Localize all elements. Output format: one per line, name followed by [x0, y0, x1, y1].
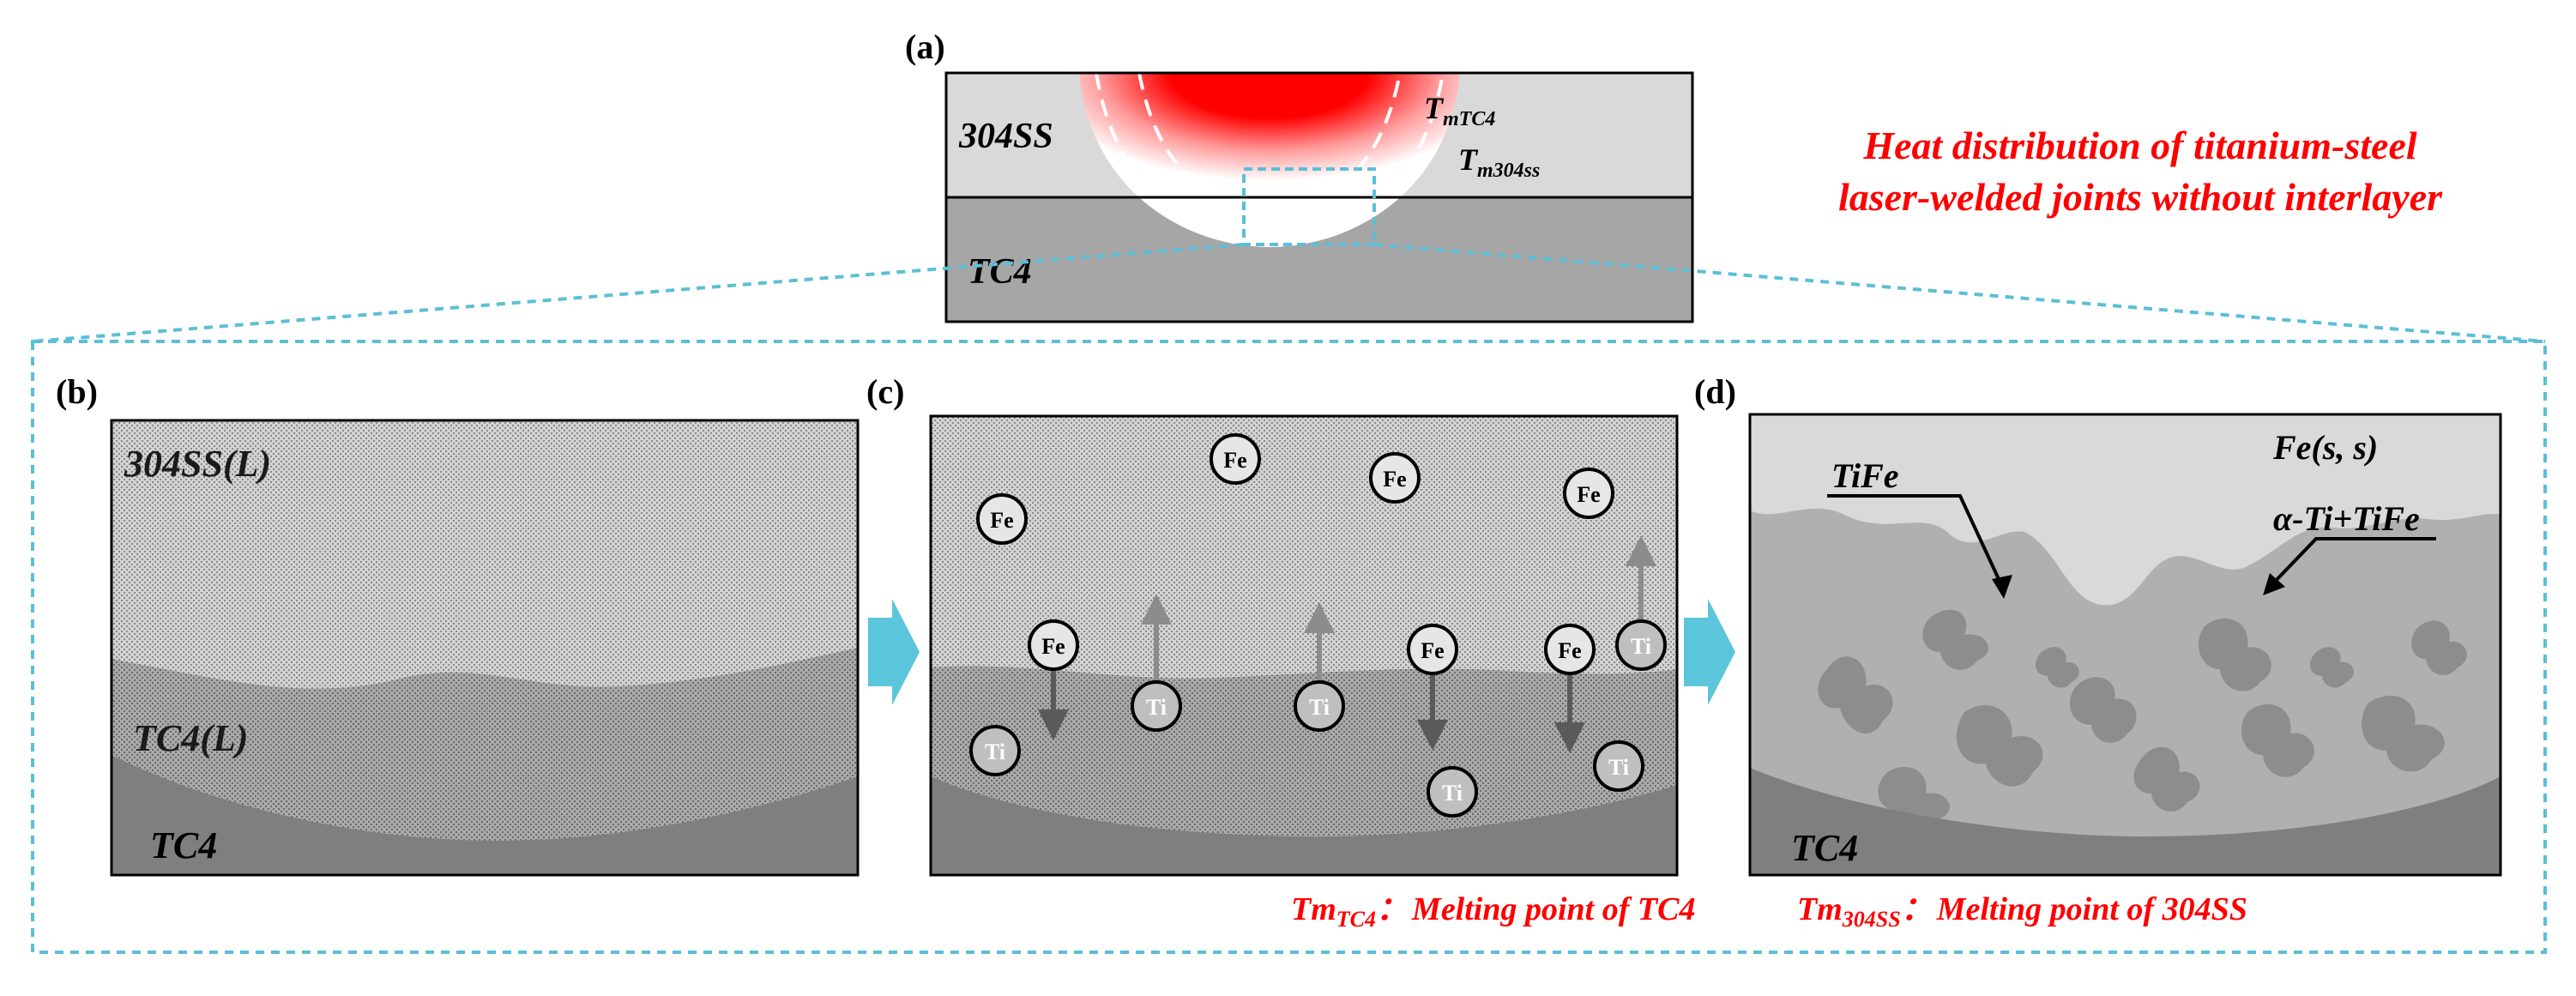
label-304ss-liquid: 304SS(L) — [124, 443, 271, 485]
panel-a-weld-cross-section: 304SS TC4 TmTC4 Tm304ss — [944, 71, 1694, 323]
fe-atom: Fe — [1563, 468, 1614, 519]
svg-text:Ti: Ti — [1146, 695, 1167, 720]
svg-text:Ti: Ti — [1309, 695, 1330, 720]
eutectic-leader-arrowhead — [2263, 573, 2285, 595]
svg-text:Fe: Fe — [1223, 448, 1246, 473]
ti-atom: Ti — [1593, 740, 1644, 792]
ti-atoms: Ti Ti Ti Ti Ti Ti — [969, 619, 1667, 818]
fe-atom: Fe — [976, 493, 1028, 545]
isotherm-304ss-label: Tm304ss — [1458, 142, 1540, 182]
panel-c-tc4-liquid-zone — [931, 666, 1677, 875]
isotherm-tc4-line — [1137, 73, 1402, 208]
flow-arrow-c-to-d — [1684, 599, 1735, 705]
ti-atom: Ti — [1615, 619, 1667, 671]
label-tc4-b: TC4 — [150, 824, 217, 866]
fe-atoms: Fe Fe Fe Fe Fe Fe Fe — [976, 433, 1614, 675]
svg-text:Ti: Ti — [1631, 634, 1651, 659]
svg-text:Fe: Fe — [1577, 482, 1600, 507]
fe-atom: Fe — [1369, 452, 1421, 504]
panel-b-tc4-solid — [112, 755, 858, 875]
panel-d-mixed-zone — [1750, 508, 2501, 875]
heading-line-2: laser-welded joints without interlayer — [1838, 175, 2443, 219]
label-fe-solid-solution: Fe(s, s) — [2272, 428, 2378, 467]
ti-atom: Ti — [1131, 680, 1182, 732]
panel-d: Fe(s, s) TiFe α-Ti+TiFe TC4 — [1748, 413, 2502, 877]
panel-c-tc4-solid — [931, 776, 1677, 875]
svg-text:Ti: Ti — [985, 739, 1005, 764]
ti-atom: Ti — [1294, 680, 1345, 732]
heading-line-1: Heat distribution of titanium-steel — [1862, 124, 2417, 167]
label-tife: TiFe — [1831, 456, 1899, 495]
panel-b-tc4-liquid-zone — [112, 648, 858, 875]
panel-label-c: (c) — [866, 372, 904, 411]
panel-c: Fe Fe Fe Fe Fe Fe Fe Ti Ti Ti Ti Ti Ti — [929, 414, 1679, 877]
eutectic-leader-line — [2270, 537, 2436, 587]
label-alpha-ti-tife: α-Ti+TiFe — [2273, 499, 2420, 538]
panel-d-tc4-solid — [1750, 768, 2501, 875]
eutectic-dendrites — [1818, 609, 2467, 829]
panel-label-a: (a) — [905, 27, 945, 66]
svg-text:Fe: Fe — [1383, 467, 1406, 492]
panel-label-d: (d) — [1694, 372, 1736, 411]
label-tc4-liquid: TC4(L) — [133, 717, 248, 759]
fe-atom: Fe — [1407, 624, 1458, 675]
footnote-304ss: Tm304SS：Melting point of 304SS — [1797, 891, 2247, 932]
label-tc4-d: TC4 — [1791, 827, 1858, 869]
footnote-tc4: TmTC4：Melting point of TC4 — [1291, 891, 1695, 932]
svg-text:Fe: Fe — [1421, 638, 1444, 663]
footnote: TmTC4：Melting point of TC4 Tm304SS：Melti… — [1291, 891, 2247, 932]
svg-text:Fe: Fe — [1041, 634, 1065, 659]
tife-leader-arrowhead — [1992, 575, 2012, 599]
panel-label-b: (b) — [56, 372, 98, 411]
flow-arrow-b-to-c — [868, 599, 920, 705]
ti-atom: Ti — [969, 725, 1021, 776]
fe-atom: Fe — [1210, 433, 1261, 485]
ti-diffusion-arrows — [1141, 535, 1656, 682]
isotherm-304ss-line — [1095, 73, 1445, 232]
svg-text:Fe: Fe — [1558, 638, 1581, 663]
fe-atom: Fe — [1544, 624, 1596, 675]
ti-atom: Ti — [1427, 766, 1478, 818]
svg-text:Fe: Fe — [990, 508, 1013, 533]
tife-leader-line — [1827, 494, 2006, 591]
panel-a-frame — [944, 71, 1694, 323]
label-tc4-a: TC4 — [968, 252, 1032, 292]
fe-atom: Fe — [1028, 619, 1079, 671]
svg-text:Ti: Ti — [1608, 755, 1629, 780]
zoom-detail-frame — [31, 340, 2547, 954]
label-304ss: 304SS — [958, 117, 1053, 156]
svg-text:Ti: Ti — [1442, 781, 1463, 806]
panel-b: 304SS(L) TC4(L) TC4 — [110, 419, 860, 877]
zoom-region-box — [1242, 167, 1376, 246]
isotherm-tc4-label: TmTC4 — [1424, 91, 1495, 130]
panel-a-heat-zone — [1079, 73, 1460, 247]
fe-diffusion-arrows — [1038, 661, 1585, 753]
zoom-projection — [31, 243, 2547, 954]
